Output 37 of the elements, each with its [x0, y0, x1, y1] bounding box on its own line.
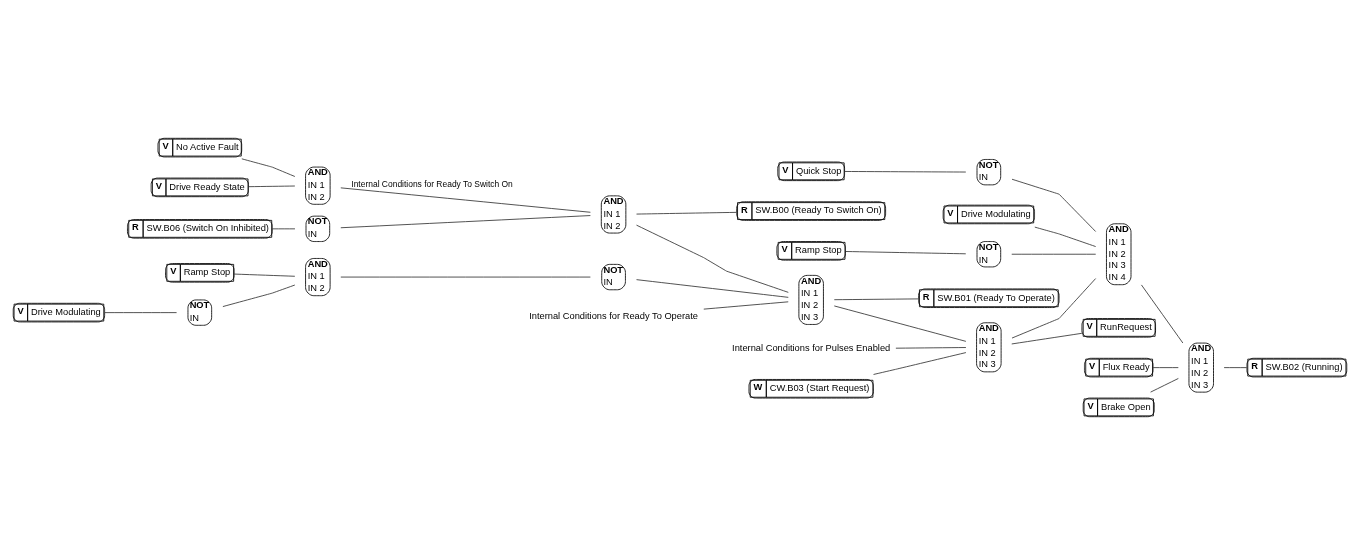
- connector: [1011, 332, 1083, 344]
- connector: [340, 186, 591, 213]
- node-box: AND IN 1 IN 2 IN 3: [1188, 342, 1214, 393]
- connector: [271, 227, 296, 229]
- node-box: AND IN 1 IN 2 IN 3: [798, 274, 824, 325]
- connector: [104, 311, 177, 313]
- connector: [1150, 377, 1179, 393]
- connector: [1011, 253, 1097, 255]
- node-box: AND IN 1 IN 2: [305, 257, 331, 296]
- connector: [340, 214, 591, 228]
- connector: [844, 170, 967, 172]
- connector: [873, 351, 967, 375]
- node-box: AND IN 1 IN 2 IN 3: [976, 321, 1002, 372]
- connector: [833, 297, 919, 300]
- connector: [248, 185, 296, 187]
- connector: [895, 346, 967, 349]
- connector: [845, 250, 967, 254]
- connector: [636, 224, 789, 293]
- connector: [1011, 277, 1097, 338]
- edge-label: Internal Conditions for Ready To Switch On: [351, 178, 513, 189]
- connector: [1223, 366, 1248, 368]
- connector: [233, 273, 296, 277]
- connector: [1141, 284, 1184, 343]
- node-text: Internal Conditions for Pulses Enabled: [732, 342, 891, 353]
- node-box: AND IN 1 IN 2: [305, 166, 331, 205]
- node-box: AND IN 1 IN 2 IN 3 IN 4: [1106, 222, 1132, 285]
- connector: [703, 300, 789, 310]
- connector: [636, 278, 789, 298]
- connector: [1152, 366, 1179, 368]
- node-text: Internal Conditions for Ready To Operate: [529, 310, 698, 321]
- connector: [1011, 178, 1097, 232]
- connector: [222, 284, 296, 307]
- node-box: AND IN 1 IN 2: [600, 194, 627, 233]
- connector: [1034, 226, 1097, 247]
- connector: [833, 305, 967, 342]
- connector: [241, 157, 296, 177]
- connector: [636, 211, 737, 214]
